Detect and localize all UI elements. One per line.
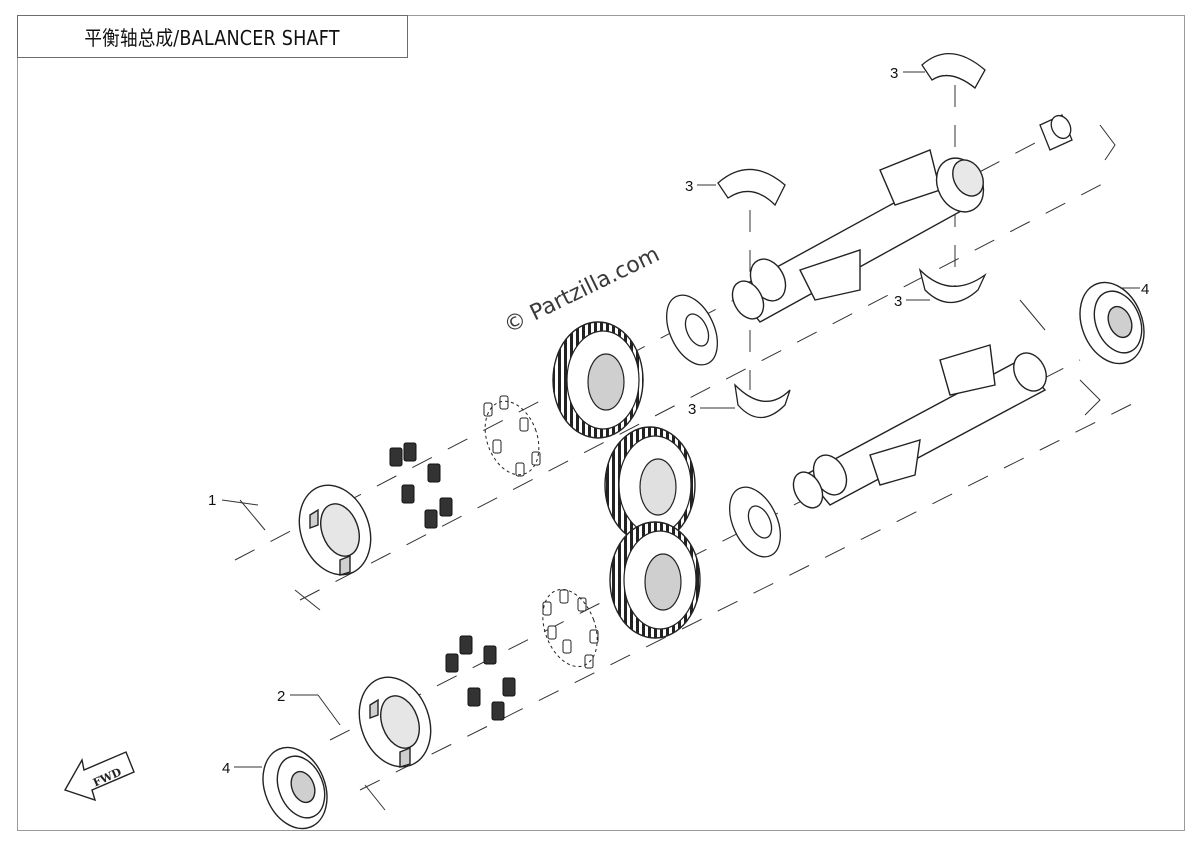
callout-leaders	[221, 71, 1140, 768]
lower-balancer-shaft	[792, 344, 1047, 509]
callout-3-top: 3	[890, 65, 898, 82]
callout-2: 2	[277, 688, 285, 705]
bracket-lines	[239, 124, 1116, 811]
drive-gear-upper	[552, 321, 644, 439]
bearing-shell-mid-right	[918, 267, 987, 303]
thrust-washer-lower	[729, 486, 781, 558]
ball-bearing-left	[262, 746, 328, 830]
callout-4-right: 4	[1141, 281, 1149, 298]
shaft-bushing	[1039, 114, 1073, 151]
title-box: 平衡轴总成/BALANCER SHAFT	[17, 15, 408, 58]
spring-retainer-lower	[358, 676, 432, 768]
drive-gear-lower	[609, 521, 701, 639]
damper-pins-lower	[542, 588, 599, 669]
bearing-shell-upper-top	[921, 52, 986, 89]
callout-3-mid: 3	[894, 293, 902, 310]
callout-3-lower: 3	[688, 401, 696, 418]
bearing-shell-upper-left	[717, 168, 786, 207]
fwd-arrow: FWD	[63, 751, 135, 802]
drawing-frame	[17, 15, 1185, 831]
callout-1: 1	[208, 492, 216, 509]
bearing-shell-mid-left	[734, 383, 791, 419]
callout-3-upper-left: 3	[685, 178, 693, 195]
upper-balancer-shaft	[731, 149, 985, 323]
watermark-text: © Partzilla.com	[500, 242, 664, 339]
callout-4-left: 4	[222, 760, 230, 777]
damper-pins-upper	[483, 395, 541, 477]
springs-upper	[389, 442, 453, 529]
ball-bearing-right	[1079, 281, 1145, 365]
page-title: 平衡轴总成/BALANCER SHAFT	[84, 26, 341, 50]
thrust-washer-upper	[666, 294, 718, 366]
springs-lower	[445, 635, 516, 721]
spring-retainer-upper	[298, 484, 372, 576]
